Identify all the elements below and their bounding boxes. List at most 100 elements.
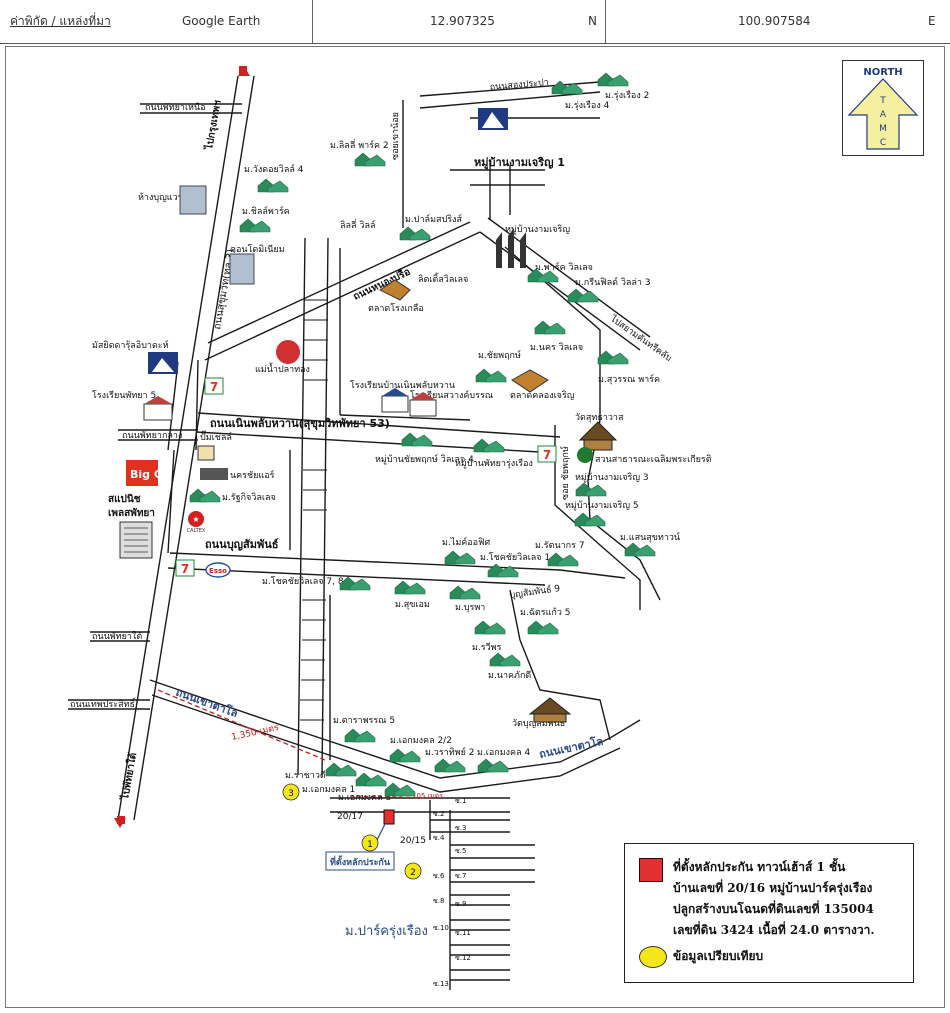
label-p35: สแปนิช bbox=[108, 493, 141, 505]
label-lot-2017: 20/17 bbox=[337, 812, 363, 822]
house-icon bbox=[597, 350, 629, 365]
label-p45: ม.นาคภักดี bbox=[488, 670, 531, 681]
label-p33: ม.รัฐกิจวิลเลจ bbox=[222, 492, 276, 503]
railway-left bbox=[297, 237, 306, 776]
road-sukhumvit-left bbox=[117, 75, 239, 821]
legend-line-3: ปลูกสร้างบนโฉนดที่ดินเลขที่ 135004 bbox=[673, 902, 874, 916]
label-p13: ม.กรีนฟิลด์ วิลล่า 3 bbox=[575, 276, 651, 288]
label-p10: หมู่บ้านงามเจริญ 1 bbox=[474, 156, 565, 170]
house-icon bbox=[534, 320, 566, 335]
road-label-khaotalo-1: ถนนเขาตาโล bbox=[174, 685, 240, 721]
label-distance-105: 105 เมตร bbox=[412, 792, 443, 800]
label-p29: หมู่บ้านงามเจริญ 3 bbox=[575, 472, 649, 483]
school-icon bbox=[381, 395, 409, 413]
railway-right bbox=[321, 237, 329, 776]
marker-2-label: 2 bbox=[410, 868, 416, 878]
market-icon bbox=[379, 279, 411, 301]
house-icon bbox=[339, 576, 371, 591]
label-p50: ม.เอกมงคล 4 bbox=[477, 748, 530, 758]
house-icon bbox=[384, 782, 416, 797]
house-icon bbox=[239, 218, 271, 233]
label-p26: หมู่บ้านชัยพฤกษ์ วิลเลจ 4 bbox=[375, 453, 474, 465]
mountain-icon bbox=[482, 112, 504, 128]
house-icon bbox=[344, 728, 376, 743]
label-p51: ม.ราชาวดี bbox=[285, 770, 326, 781]
soi-label-5: ซ.5 bbox=[455, 847, 466, 855]
house-icon bbox=[475, 368, 507, 383]
label-p20: ม.นคร วิลเลจ bbox=[530, 342, 583, 353]
house-icon bbox=[624, 542, 656, 557]
label-p5: ม.ลิลลี่ พาร์ค 2 bbox=[330, 138, 389, 151]
north-letter-a: A bbox=[880, 110, 887, 120]
house-icon bbox=[257, 178, 289, 193]
label-p3: ม.ชิลล์พาร์ค bbox=[242, 205, 290, 217]
house-icon bbox=[449, 585, 481, 600]
house-icon bbox=[401, 432, 433, 447]
legend-line-4: เลขที่ดิน 3424 เนื้อที่ 24.0 ตารางวา. bbox=[673, 923, 875, 937]
caltex-star: ★ bbox=[192, 515, 199, 524]
label-p40: ม.รัตนากร 7 bbox=[535, 541, 585, 551]
road-to-siam-b bbox=[487, 217, 651, 338]
house-icon bbox=[574, 512, 606, 527]
house-icon bbox=[399, 226, 431, 241]
soi-label-12: ซ.12 bbox=[455, 954, 471, 962]
road-label-top: ถนนสองประปา bbox=[489, 78, 549, 93]
house-icon bbox=[434, 758, 466, 773]
school-icon bbox=[409, 399, 437, 417]
road-label-left-2: ถนนพัทยากลาง bbox=[122, 431, 182, 441]
soi-label-9: ซ.9 bbox=[455, 900, 466, 908]
label-p32: นครชัยแอร์ bbox=[230, 469, 275, 481]
house-icon bbox=[551, 80, 583, 95]
label-p27: หมู่บ้านพัทยารุ่งเรือง bbox=[455, 458, 533, 469]
north-letter-t: T bbox=[879, 96, 886, 106]
label-p19: ม.ชัยพฤกษ์ bbox=[478, 349, 521, 361]
label-p12: ม.พาร์ค วิลเลจ bbox=[535, 261, 593, 273]
soi-label-8: ซ.8 bbox=[433, 897, 444, 905]
road-inner-2 bbox=[339, 414, 471, 421]
road-to-siam-a bbox=[479, 231, 641, 351]
school-icon bbox=[143, 403, 173, 421]
house-icon bbox=[394, 580, 426, 595]
label-p31: ปั๊มเชลล์ bbox=[200, 430, 232, 443]
house-icon bbox=[477, 758, 509, 773]
market-icon bbox=[511, 369, 549, 393]
label-p39: ม.โชคชัยวิลเลจ 1 bbox=[480, 552, 550, 563]
longitude-value: 100.907584 bbox=[738, 14, 811, 28]
header-divider bbox=[312, 0, 313, 43]
label-p16: แม่น้ำปลาทอง bbox=[255, 362, 310, 375]
north-arrow-icon: NORTH T A M C bbox=[847, 67, 919, 150]
longitude-dir: E bbox=[928, 14, 936, 28]
building-windows-icon bbox=[124, 527, 148, 553]
road-inner-3 bbox=[509, 589, 611, 741]
coord-source-value: Google Earth bbox=[182, 14, 261, 28]
label-p4: คอนโดมิเนียม bbox=[230, 244, 285, 255]
house-icon bbox=[575, 482, 607, 497]
road-village-grid bbox=[450, 160, 545, 220]
north-arrow: NORTH T A M C bbox=[842, 60, 924, 156]
soi-spine bbox=[429, 800, 451, 990]
marker-2 bbox=[404, 862, 422, 880]
house-icon bbox=[389, 748, 421, 763]
road-inner-left bbox=[167, 359, 291, 554]
soi-grid-b bbox=[430, 819, 535, 883]
house-icon bbox=[355, 772, 387, 787]
marker-1 bbox=[361, 834, 379, 852]
label-p18: โรงเรียนพัทยา 5 bbox=[92, 390, 156, 401]
label-p9: ม.รุ่งเรือง 2 bbox=[605, 90, 649, 101]
label-p8: ม.รุ่งเรือง 4 bbox=[565, 100, 610, 111]
house-icon bbox=[597, 72, 629, 87]
house-icon bbox=[474, 620, 506, 635]
label-lot-2015: 20/15 bbox=[400, 836, 426, 846]
road-label-left-4: ถนนเทพประสิทธิ์ bbox=[70, 697, 137, 710]
label-p28: สวนสาธารณะเฉลิมพระเกียรติ bbox=[595, 454, 712, 465]
label-p21: ม.สุวรรณ พาร์ค bbox=[598, 373, 660, 385]
label-p22: โรงเรียนบ้านเนินพลับหวาน bbox=[350, 380, 455, 391]
collateral-label: ที่ตั้งหลักประกัน bbox=[330, 855, 391, 868]
label-p11: หมู่บ้านงามเจริญ bbox=[505, 224, 570, 235]
svg-text:7: 7 bbox=[181, 562, 189, 576]
svg-text:7: 7 bbox=[543, 448, 551, 462]
legend-line-1: ที่ตั้งหลักประกัน ทาวน์เฮ้าส์ 1 ชั้น bbox=[673, 860, 846, 874]
collateral-marker bbox=[383, 809, 395, 825]
label-p43: ม.ฉัตรแก้ว 5 bbox=[520, 607, 571, 618]
